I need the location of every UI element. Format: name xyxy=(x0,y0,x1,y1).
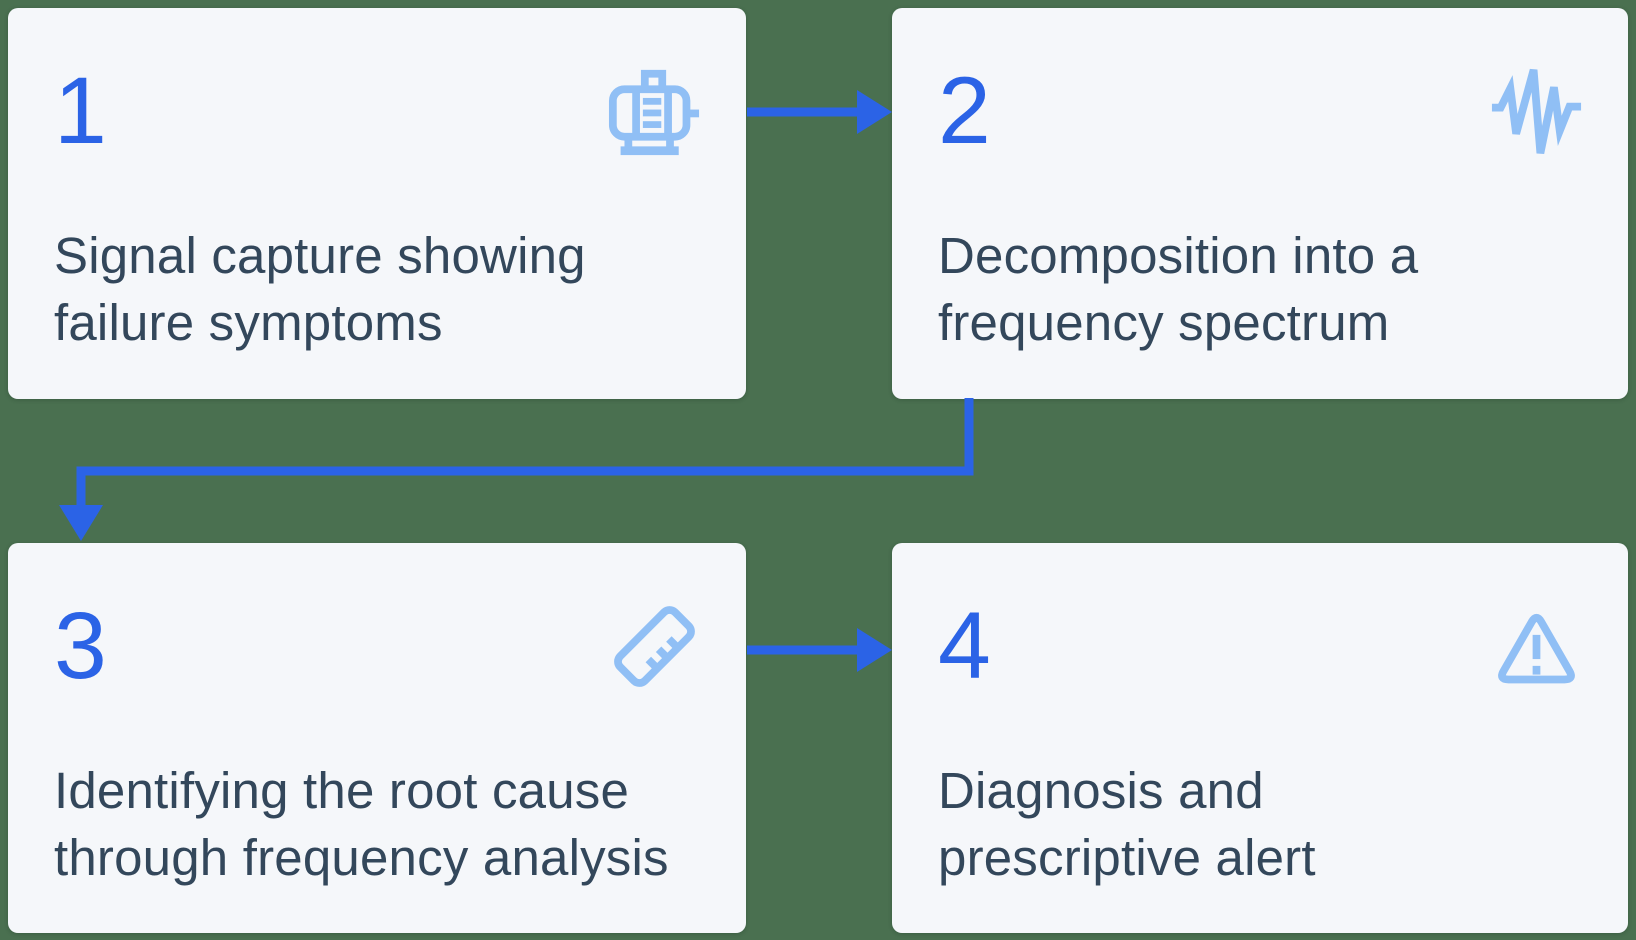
motor-icon xyxy=(608,65,701,158)
connector-arrow-1-2 xyxy=(747,90,892,134)
ruler-icon xyxy=(608,600,701,693)
step-4-number: 4 xyxy=(938,593,991,699)
connector-arrow-3-4 xyxy=(747,628,892,672)
step-card-3: 3 Identifying the root cause through fre… xyxy=(8,543,746,933)
step-1-label: Signal capture showing failure symptoms xyxy=(54,227,586,351)
step-4-label: Diagnosis and prescriptive alert xyxy=(938,762,1316,886)
step-3-number: 3 xyxy=(54,593,107,699)
step-3-label: Identifying the root cause through frequ… xyxy=(54,762,669,886)
step-card-4: 4 Diagnosis and prescriptive alert xyxy=(892,543,1628,933)
warning-triangle-icon xyxy=(1490,600,1583,693)
step-card-1: 1 Signal capture showing failure symptom… xyxy=(8,8,746,399)
waveform-icon xyxy=(1490,65,1583,158)
step-1-number: 1 xyxy=(54,58,107,164)
step-2-label: Decomposition into a frequency spectrum xyxy=(938,227,1419,351)
step-2-number: 2 xyxy=(938,58,991,164)
connector-arrow-2-3 xyxy=(59,398,974,541)
step-card-2: 2 Decomposition into a frequency spectru… xyxy=(892,8,1628,399)
